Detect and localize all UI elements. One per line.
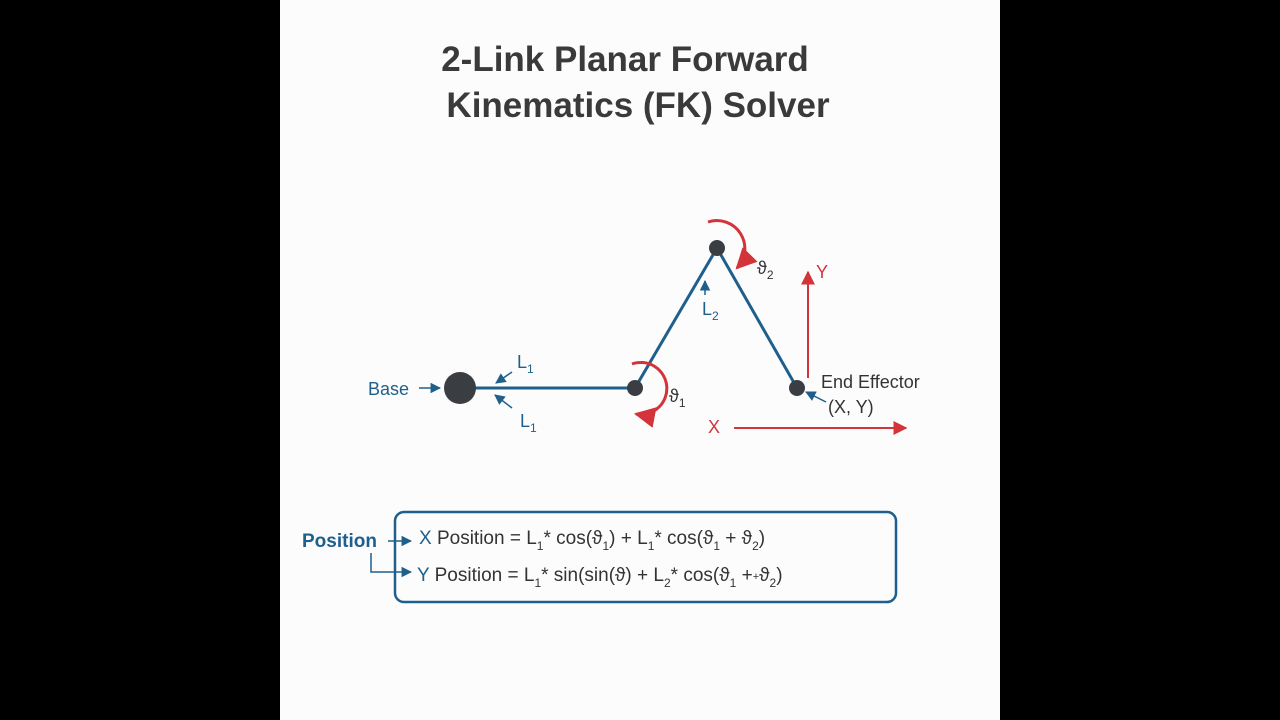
end-effector-pointer [805,391,827,403]
title-line-1: 2-Link Planar Forward [441,40,809,79]
end-effector-coords: (X, Y) [828,397,874,417]
link1-lower-label: L1 [520,411,537,435]
joint-2 [709,240,725,256]
link-2-segment-b [715,247,799,389]
end-effector-joint [789,380,805,396]
link1-upper-label: L1 [517,352,534,376]
y-axis-label: Y [816,262,828,282]
end-effector-label: End Effector [821,372,920,392]
formula-box [393,510,898,604]
theta1-label: ϑ1 [669,386,686,410]
title-line-2: Kinematics (FK) Solver [446,86,830,125]
theta2-rotation-arrow [707,219,758,270]
theta1-rotation-arrow [631,360,669,428]
link2-label: L2 [702,299,719,323]
link1-lower-pointer [494,394,513,409]
link1-upper-pointer [495,371,513,384]
base-label: Base [368,379,409,399]
theta2-label: ϑ2 [757,258,774,282]
x-axis-label: X [708,417,720,437]
position-key-label: Position [302,531,377,552]
position-to-y-arrow [370,553,413,578]
base-joint [444,372,476,404]
y-position-formula: Y Position = L1* sin(sin(ϑ) + L2* cos(ϑ1… [417,565,783,590]
joint-1 [627,380,643,396]
x-position-formula: X Position = L1* cos(ϑ1) + L1* cos(ϑ1 + … [419,528,765,553]
